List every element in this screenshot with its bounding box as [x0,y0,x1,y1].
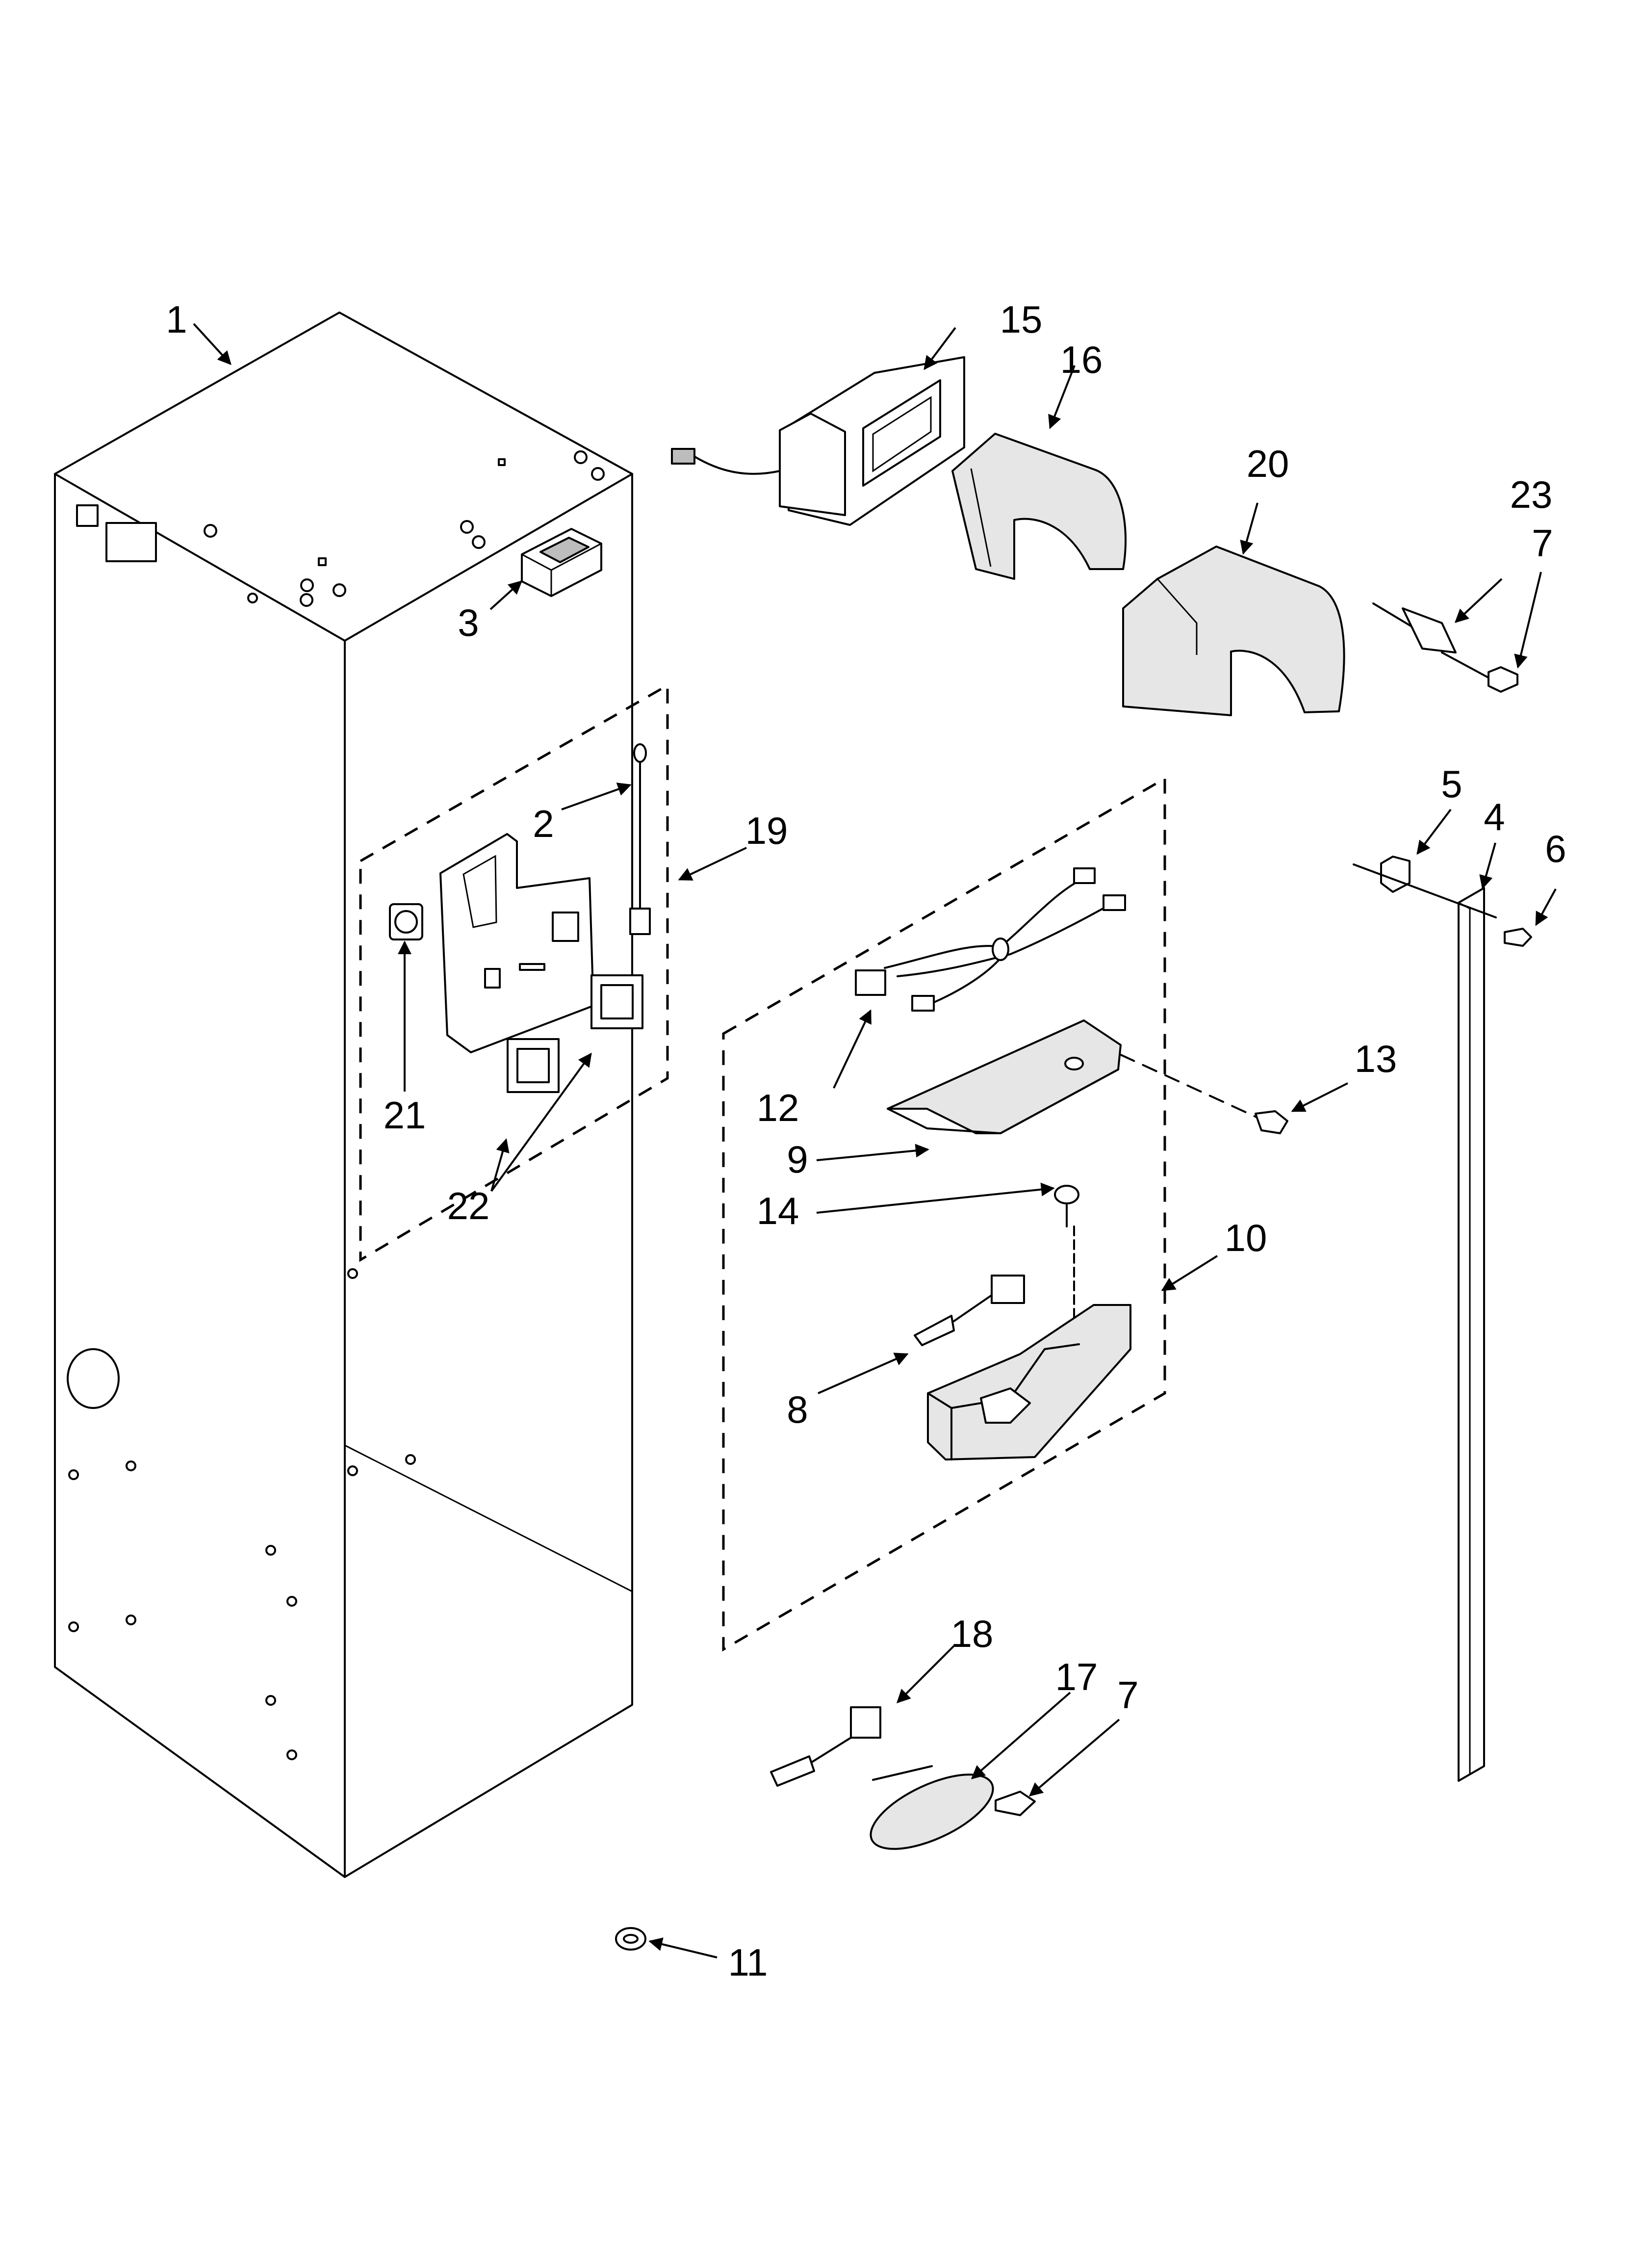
callout-11: 11 [728,1941,768,1984]
part-3-housing [521,528,602,597]
callout-1: 1 [166,298,187,341]
part-23-bracket [1372,602,1518,693]
callout-8: 8 [787,1388,808,1431]
callout-10: 10 [1225,1216,1267,1259]
callout-12: 12 [757,1086,799,1129]
part-20-cover [1122,546,1345,716]
callout-15: 15 [1000,298,1043,341]
assembly-19-group [359,683,669,1262]
cabinet [54,312,633,1878]
callout-5: 5 [1441,762,1462,806]
callout-6: 6 [1545,827,1566,870]
callout-22: 22 [447,1184,490,1227]
part-15-light [671,356,965,526]
callout-14: 14 [757,1189,799,1232]
callout-17: 17 [1055,1655,1098,1698]
part-4-strip [1353,856,1532,1782]
callout-20: 20 [1247,442,1289,485]
callout-4: 4 [1484,795,1505,838]
callout-18: 18 [951,1612,994,1655]
callout-7-top: 7 [1532,521,1553,565]
assembly-8-14-group [722,776,1288,1652]
callout-21: 21 [384,1094,426,1137]
callout-3: 3 [458,601,479,644]
callout-16: 16 [1060,338,1103,381]
callout-13: 13 [1355,1037,1397,1080]
parts-17-18-bottom [615,1706,1036,1951]
callout-7-bottom: 7 [1117,1673,1138,1717]
callout-labels: 1 2 3 4 5 6 7 7 8 9 10 11 12 13 14 15 16… [166,298,1566,1984]
callout-23: 23 [1510,473,1553,516]
part-16-cover [951,433,1127,580]
leader-arrows [193,323,1557,1958]
callout-19: 19 [745,809,788,852]
callout-2: 2 [533,802,554,845]
callout-9: 9 [787,1138,808,1181]
